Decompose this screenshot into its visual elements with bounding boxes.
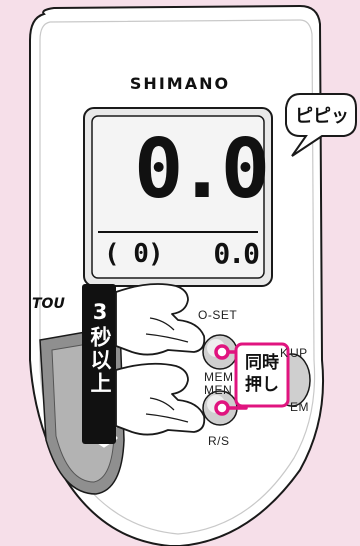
- right-mem-label: EM: [290, 400, 309, 414]
- men-label: MEN: [204, 383, 233, 397]
- brand-logo: SHIMANO: [129, 74, 231, 93]
- oset-label: O-SET: [198, 308, 238, 322]
- simultaneous-box: [234, 342, 290, 408]
- hold-time-label: 3秒以上: [88, 300, 112, 395]
- speech-bubble-icon: [285, 93, 357, 157]
- sub-display-right: 0.0: [213, 237, 260, 270]
- hold-time-bar: [82, 284, 116, 444]
- bkup-k-label: K: [280, 346, 289, 360]
- sub-display-left: ( 0): [104, 239, 164, 269]
- lcd-screen: [91, 115, 265, 279]
- simultaneous-press-label: 同時押し: [245, 353, 279, 395]
- beep-callout: ピピッ: [295, 106, 349, 127]
- rs-label: R/S: [208, 434, 230, 448]
- bkup-label: UP: [290, 346, 308, 360]
- model-label: TOU: [32, 296, 65, 312]
- mem-label: MEM: [204, 370, 234, 384]
- hand-icon: [115, 362, 206, 436]
- speed-display: 0.0: [134, 122, 270, 217]
- hand-icon: [115, 283, 206, 356]
